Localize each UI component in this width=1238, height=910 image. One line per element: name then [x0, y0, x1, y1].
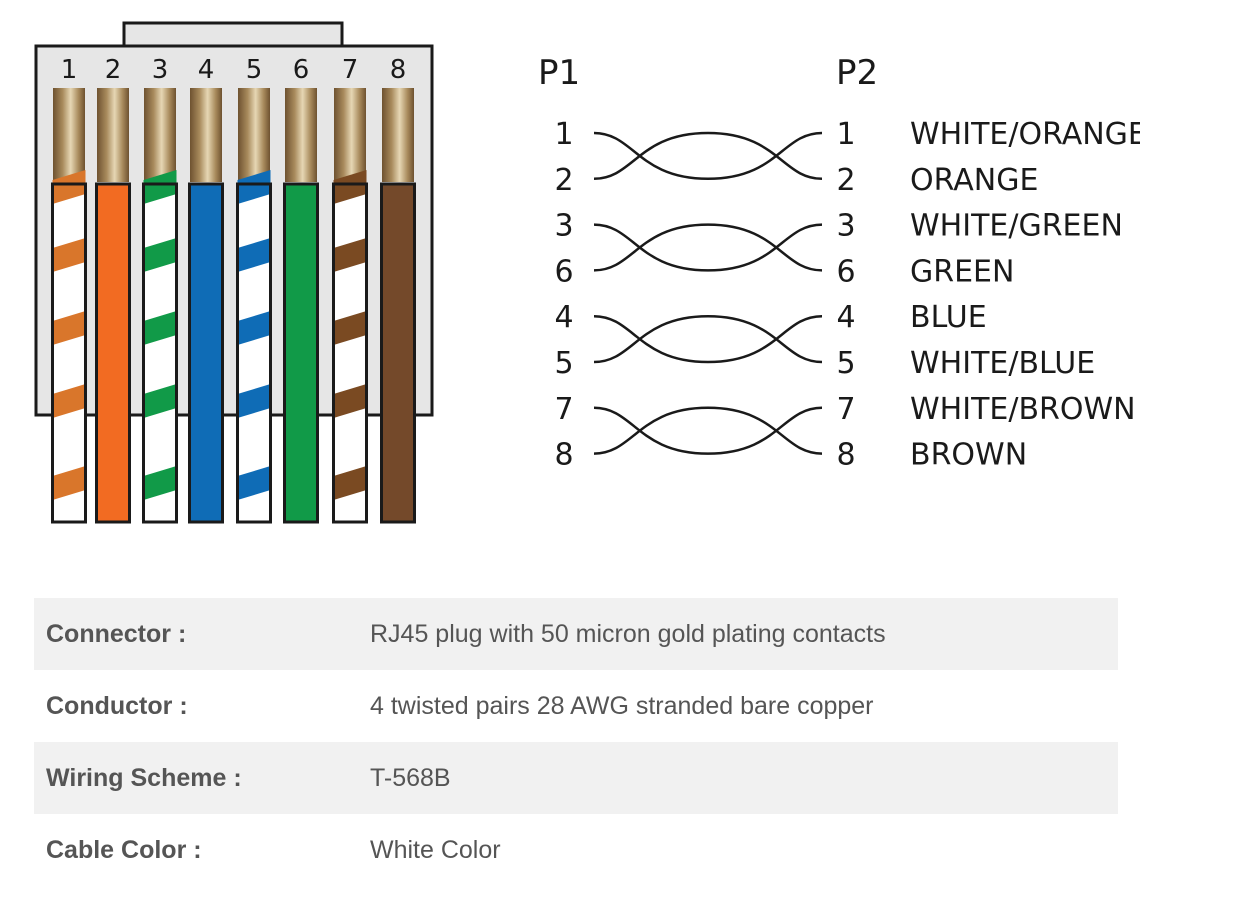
wire-stripe	[333, 384, 367, 418]
spec-label: Connector :	[34, 598, 358, 670]
wire-pair: 1 1 WHITE/ORANGE 2 2 ORANGE	[554, 117, 1140, 198]
pin-number-label: 6	[293, 55, 310, 85]
gold-contact	[334, 88, 366, 182]
twisted-pair-pinout-diagram: P1 P2 1 1 WHITE/ORANGE 2 2 ORANGE 3 3 WHITE/GREE…	[538, 53, 1140, 473]
gold-contact	[53, 88, 85, 182]
twisted-wire-line	[593, 131, 823, 181]
gold-contact	[190, 88, 222, 182]
p2-header: P2	[836, 53, 878, 93]
p2-pin-number: 5	[836, 346, 855, 381]
wire-color-label: WHITE/BROWN	[910, 392, 1136, 427]
wire-color-label: BROWN	[910, 438, 1027, 473]
wire-stripe	[237, 466, 271, 500]
p2-pin-number: 2	[836, 163, 855, 198]
p2-pin-number: 4	[836, 300, 855, 335]
gold-contact	[382, 88, 414, 182]
spec-row: Connector :RJ45 plug with 50 micron gold…	[34, 598, 1118, 670]
p1-pin-number: 1	[554, 117, 573, 152]
twisted-wire-line	[593, 223, 823, 272]
twisted-wire-line	[593, 314, 823, 364]
p1-pin-number: 5	[554, 346, 573, 381]
spec-value: 4 twisted pairs 28 AWG stranded bare cop…	[370, 691, 874, 720]
wire-color-label: ORANGE	[910, 163, 1038, 198]
wire-color-label: WHITE/GREEN	[910, 209, 1123, 244]
wire-stripe	[333, 170, 367, 204]
p1-pin-number: 6	[554, 254, 573, 289]
p1-pin-number: 4	[554, 300, 573, 335]
gold-contact	[238, 88, 270, 182]
p1-pin-number: 7	[554, 392, 573, 427]
twisted-wire-line	[593, 406, 823, 455]
gold-contact	[285, 88, 317, 182]
gold-contact	[144, 88, 176, 182]
wire-color-label: WHITE/ORANGE	[910, 117, 1140, 152]
p2-pin-number: 7	[836, 392, 855, 427]
pin-6-wire	[283, 182, 319, 524]
p1-header: P1	[538, 53, 580, 93]
spec-row: Wiring Scheme :T-568B	[34, 742, 1118, 814]
pin-number-label: 8	[390, 55, 407, 85]
pin-number-label: 1	[61, 55, 78, 85]
specifications-table: Connector :RJ45 plug with 50 micron gold…	[34, 598, 1118, 886]
wire-stripe	[52, 466, 86, 500]
spec-row: Cable Color : White Color	[34, 814, 1118, 886]
twisted-wire-line	[593, 223, 823, 272]
wire-stripe	[237, 170, 271, 204]
pin-4-wire	[188, 182, 224, 524]
pin-8-wire	[380, 182, 416, 524]
pin-5-wire	[236, 170, 272, 524]
wire-stripe	[52, 311, 86, 345]
spec-row: Conductor : 4 twisted pairs 28 AWG stran…	[34, 670, 1118, 742]
p2-pin-number: 6	[836, 254, 855, 289]
wire-pair: 7 7 WHITE/BROWN 8 8 BROWN	[554, 392, 1135, 473]
p2-pin-number: 3	[836, 209, 855, 244]
wire-stripe	[333, 238, 367, 272]
wire-stripe	[237, 311, 271, 345]
wire-color-label: GREEN	[910, 254, 1014, 289]
wire-pair: 4 4 BLUE 5 5 WHITE/BLUE	[554, 300, 1095, 381]
pin-number-label: 4	[198, 55, 215, 85]
spec-label: Conductor :	[46, 691, 188, 720]
wire-stripe	[237, 238, 271, 272]
pin-number-label: 5	[246, 55, 263, 85]
p1-pin-number: 3	[554, 209, 573, 244]
p2-pin-number: 1	[836, 117, 855, 152]
spec-value: RJ45 plug with 50 micron gold plating co…	[358, 598, 1118, 670]
pin-number-label: 7	[342, 55, 359, 85]
wire-stripe	[143, 238, 177, 272]
twisted-wire-line	[593, 406, 823, 455]
wire-stripe	[143, 311, 177, 345]
p1-pin-number: 8	[554, 438, 573, 473]
wire-stripe	[143, 170, 177, 204]
wire-stripe	[333, 311, 367, 345]
p2-pin-number: 8	[836, 438, 855, 473]
wire-stripe	[237, 384, 271, 418]
wire-stripe	[333, 466, 367, 500]
spec-label: Cable Color :	[46, 835, 202, 864]
pin-1-wire	[51, 170, 87, 524]
twisted-wire-line	[593, 131, 823, 181]
wire-color-label: WHITE/BLUE	[910, 346, 1095, 381]
gold-contact	[97, 88, 129, 182]
wire-stripe	[52, 238, 86, 272]
spec-value: T-568B	[358, 742, 1118, 814]
wire-pair: 3 3 WHITE/GREEN 6 6 GREEN	[554, 209, 1122, 290]
plug-latch-tab	[122, 21, 344, 49]
pin-7-wire	[332, 170, 368, 524]
spec-label: Wiring Scheme :	[34, 742, 358, 814]
spec-value: White Color	[370, 835, 501, 864]
wire-stripe	[52, 170, 86, 204]
wire-stripe	[52, 384, 86, 418]
wire-stripe	[143, 466, 177, 500]
pin-number-label: 2	[105, 55, 122, 85]
pin-2-wire	[95, 182, 131, 524]
pin-number-label: 3	[152, 55, 169, 85]
wire-stripe	[143, 384, 177, 418]
twisted-wire-line	[593, 314, 823, 364]
p1-pin-number: 2	[554, 163, 573, 198]
pin-3-wire	[142, 170, 178, 524]
wire-color-label: BLUE	[910, 300, 987, 335]
